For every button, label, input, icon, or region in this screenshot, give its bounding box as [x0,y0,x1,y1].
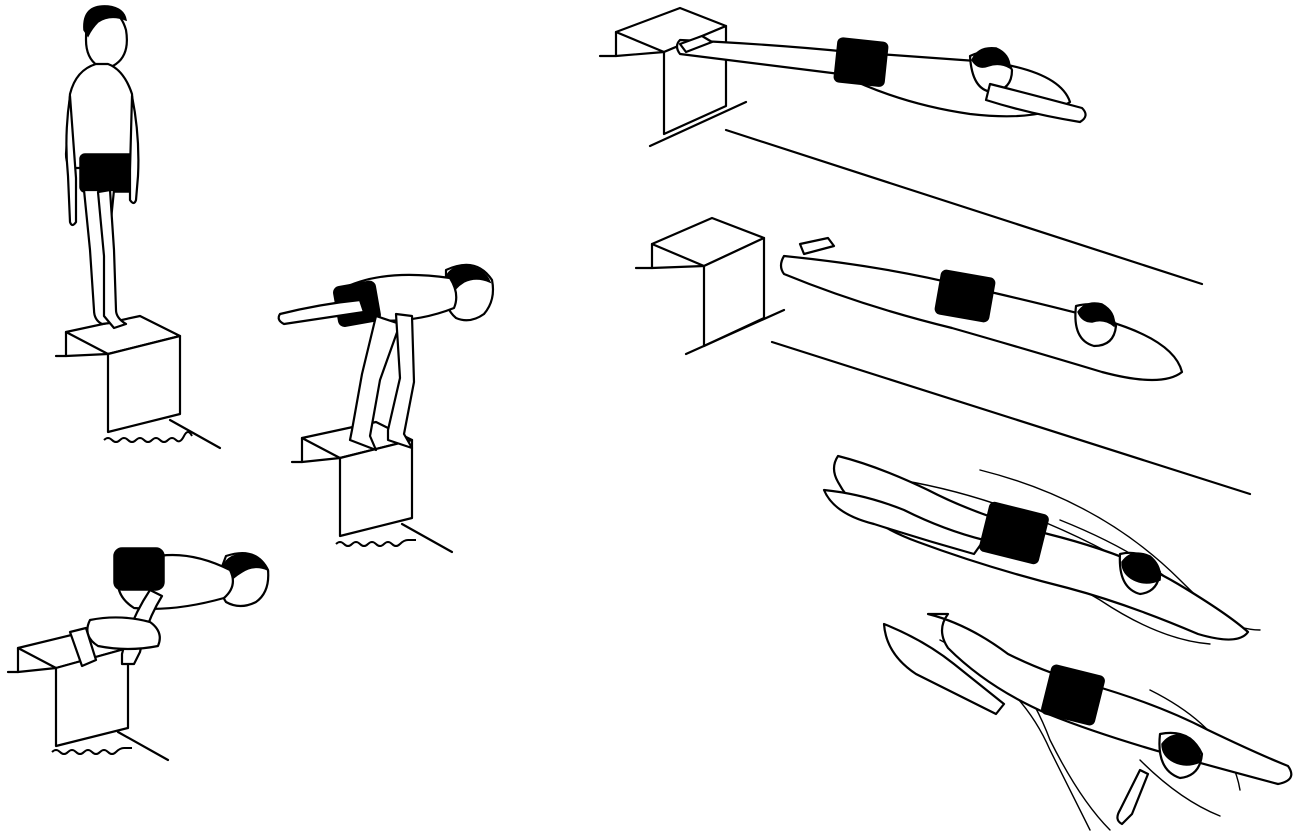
lane-line [770,340,1252,496]
swimmer [882,612,1293,826]
swimmer [64,5,140,330]
stage-7-pull [882,612,1293,831]
lane-line [724,128,1204,286]
starting-block [634,216,786,356]
stage-1-standing [54,5,222,450]
stage-4-glide-off [598,6,1204,286]
swimmer [822,454,1250,641]
starting-block [54,314,222,450]
stage-6-kick [822,454,1261,645]
starting-block [598,6,748,148]
stage-5-streamline [634,216,1252,496]
stage-2-crouched [277,263,495,554]
swimmer [675,34,1087,124]
swimmer [68,547,270,668]
starting-block [6,628,170,762]
stage-3-grab [6,547,270,762]
swimmer [277,263,495,452]
swimmer [779,236,1184,382]
